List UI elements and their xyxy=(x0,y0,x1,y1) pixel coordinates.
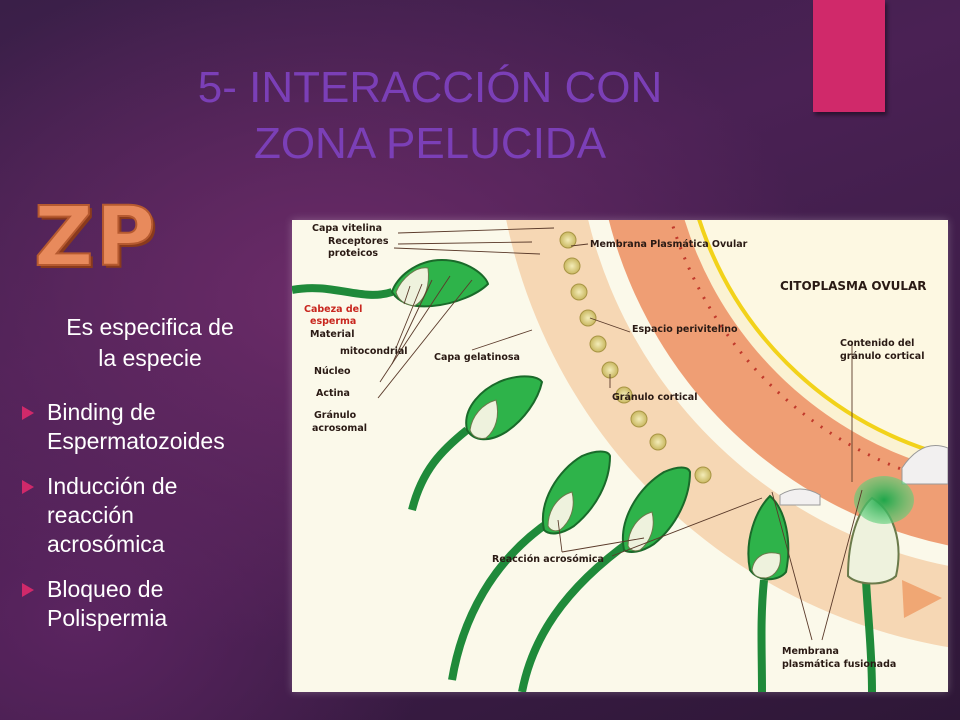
bullet-line: acrosómica xyxy=(47,531,165,557)
sperm-2 xyxy=(408,375,544,511)
bullet-line: Espermatozoides xyxy=(47,428,225,454)
label-capa-vitelina: Capa vitelina xyxy=(312,223,382,234)
label-membrana-fusionada-2: plasmática fusionada xyxy=(782,659,896,670)
label-membrana-fusionada-1: Membrana xyxy=(782,646,839,657)
label-cabeza-1: Cabeza del xyxy=(304,304,362,315)
label-mitocondrial: mitocondrial xyxy=(340,346,408,357)
sperm-1 xyxy=(292,258,490,308)
label-proteicos: proteicos xyxy=(328,248,378,259)
subtitle-line-1: Es especifica de xyxy=(66,314,234,340)
label-receptores: Receptores xyxy=(328,236,389,247)
label-actina: Actina xyxy=(316,388,350,399)
title-line-2: ZONA PELUCIDA xyxy=(253,119,607,168)
zp-logo-text: ZP xyxy=(33,189,158,286)
bullet-arrow-icon xyxy=(22,480,34,494)
label-membrana-plasmatica: Membrana Plasmática Ovular xyxy=(590,239,748,250)
bullet-line: Binding de xyxy=(47,399,156,425)
sperm-3 xyxy=(448,450,612,681)
label-contenido-1: Contenido del xyxy=(840,338,914,349)
bullet-line: reacción xyxy=(47,502,134,528)
title-line-1: 5- INTERACCIÓN CON xyxy=(197,63,663,112)
label-espacio-perivitelino: Espacio perivitelino xyxy=(632,324,738,335)
label-material: Material xyxy=(310,329,354,340)
label-granulo-1: Gránulo xyxy=(314,410,357,421)
sperm-6 xyxy=(846,476,914,692)
sperm-4 xyxy=(518,466,692,692)
leader-lines xyxy=(377,227,863,641)
bullet-list: Binding de Espermatozoides Inducción de … xyxy=(20,398,280,649)
label-granulo-2: acrosomal xyxy=(312,423,367,434)
bullet-line: Inducción de xyxy=(47,473,178,499)
bullet-arrow-icon xyxy=(22,406,34,420)
label-reaccion-acrosomica: Reacción acrosómica xyxy=(492,554,604,565)
label-citoplasma: CITOPLASMA OVULAR xyxy=(780,279,927,293)
bullet-line: Bloqueo de xyxy=(47,576,164,602)
slide-title: 5- INTERACCIÓN CON ZONA PELUCIDA xyxy=(110,60,750,172)
bullet-line: Polispermia xyxy=(47,605,168,631)
accent-bar xyxy=(813,0,885,112)
bullet-item: Binding de Espermatozoides xyxy=(20,398,280,456)
label-nucleo: Núcleo xyxy=(314,366,351,377)
diagram-svg: Capa vitelina Receptores proteicos Membr… xyxy=(292,220,948,692)
label-contenido-2: gránulo cortical xyxy=(840,351,924,362)
cortical-granules xyxy=(559,231,712,484)
bullet-item: Inducción de reacción acrosómica xyxy=(20,472,280,559)
subtitle-line-2: la especie xyxy=(98,345,202,371)
label-cabeza-2: esperma xyxy=(310,316,356,327)
subtitle: Es especifica de la especie xyxy=(30,312,270,374)
fertilization-diagram: Capa vitelina Receptores proteicos Membr… xyxy=(292,220,948,692)
label-capa-gelatinosa: Capa gelatinosa xyxy=(434,352,520,363)
label-granulo-cortical: Gránulo cortical xyxy=(612,392,697,403)
bullet-arrow-icon xyxy=(22,583,34,597)
bullet-item: Bloqueo de Polispermia xyxy=(20,575,280,633)
plasma-membrane xyxy=(697,220,948,458)
